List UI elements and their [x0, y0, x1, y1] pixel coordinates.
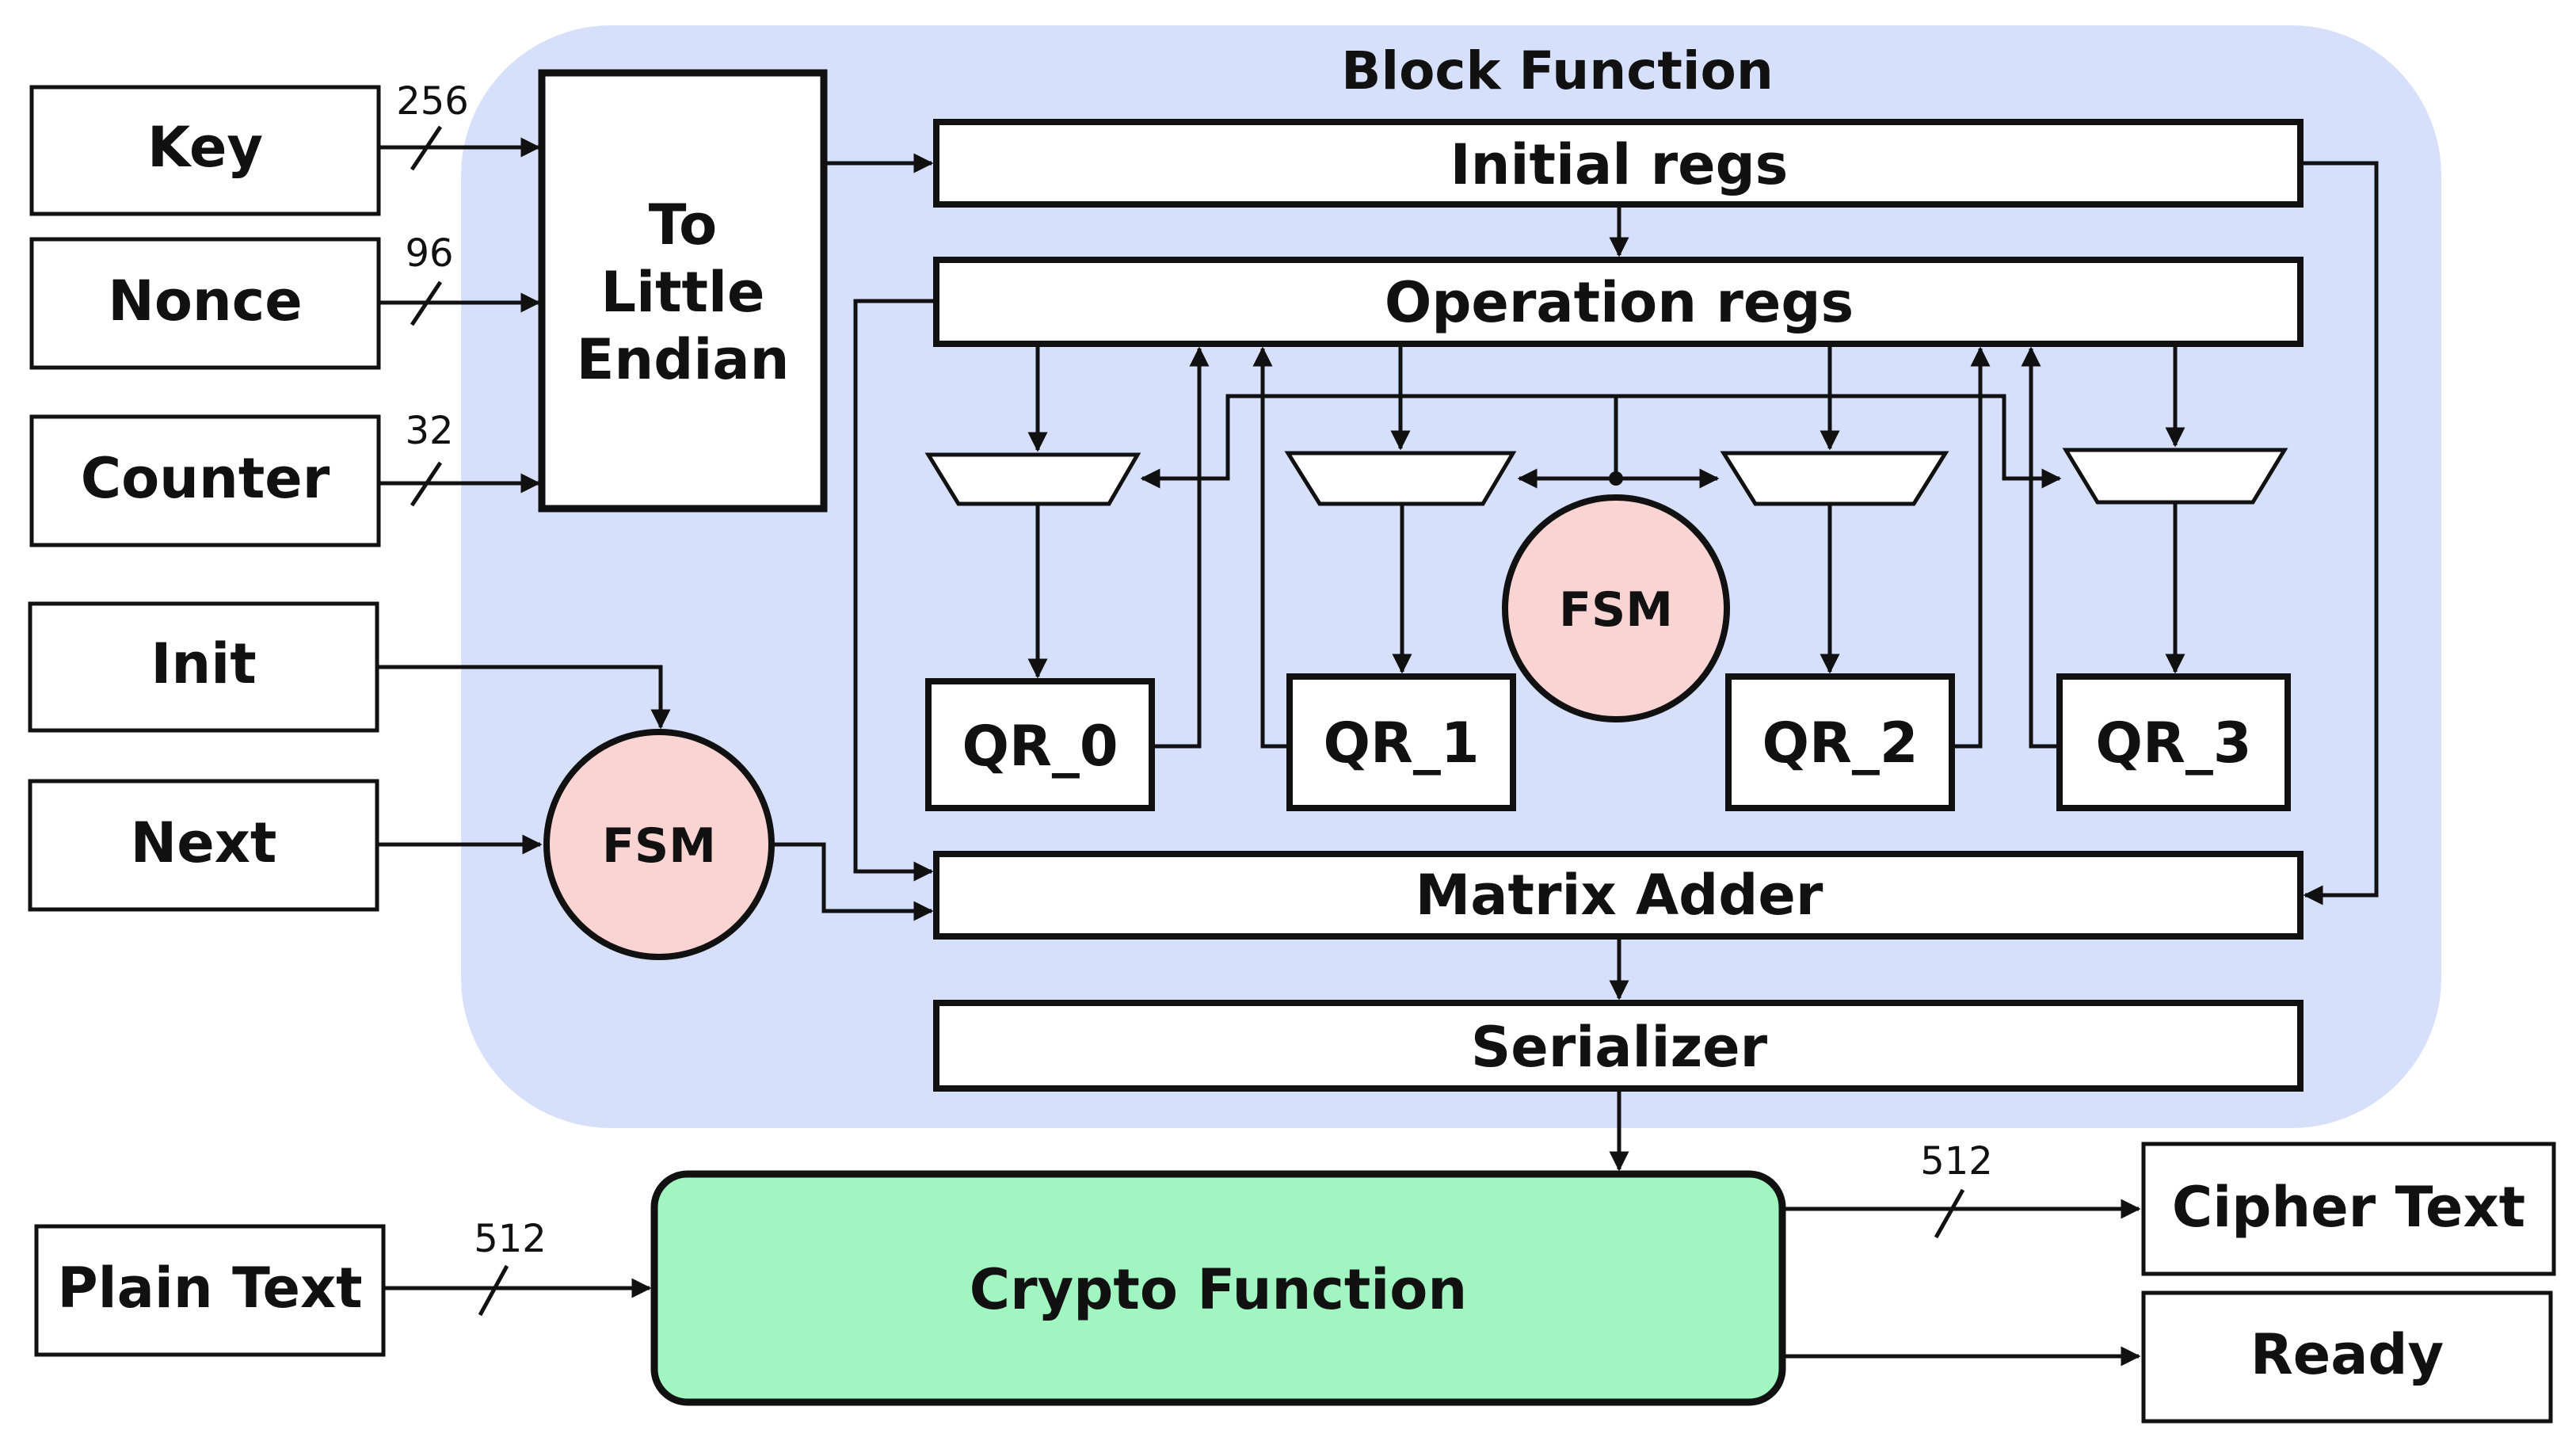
crypto-function: Crypto Function	[650, 1170, 1786, 1406]
svg-text:Cipher Text: Cipher Text	[2172, 1175, 2525, 1240]
key-width: 256	[396, 79, 469, 124]
mux-2	[1720, 451, 1949, 506]
plain-text-width: 512	[474, 1217, 547, 1261]
svg-text:QR_3: QR_3	[2095, 711, 2251, 776]
svg-text:FSM: FSM	[602, 818, 716, 874]
svg-text:QR_1: QR_1	[1323, 711, 1479, 776]
svg-text:Initial regs: Initial regs	[1450, 132, 1789, 197]
nonce-input: Nonce	[29, 237, 381, 370]
svg-text:Crypto Function: Crypto Function	[970, 1257, 1467, 1322]
serializer: Serializer	[933, 1000, 2304, 1092]
svg-text:Operation regs: Operation regs	[1385, 270, 1854, 335]
initial-regs: Initial regs	[933, 119, 2304, 208]
svg-text:Plain Text: Plain Text	[57, 1256, 362, 1321]
svg-text:QR_0: QR_0	[962, 714, 1118, 779]
svg-text:FSM: FSM	[1559, 582, 1673, 638]
fsm-inner: FSM	[1502, 494, 1730, 722]
plain-text-input: Plain Text	[34, 1224, 386, 1357]
svg-text:Key: Key	[147, 115, 263, 180]
cipher-text-output: Cipher Text	[2141, 1142, 2556, 1276]
mux-3	[2062, 448, 2288, 505]
svg-text:Endian: Endian	[577, 327, 790, 392]
little-endian-converter: To Little Endian	[538, 69, 828, 513]
quarter-round-3: QR_3	[2056, 673, 2291, 811]
svg-text:Little: Little	[601, 260, 765, 325]
matrix-adder: Matrix Adder	[933, 851, 2304, 940]
svg-text:Ready: Ready	[2250, 1322, 2444, 1387]
counter-width: 32	[405, 409, 453, 453]
svg-text:Next: Next	[131, 810, 277, 875]
mux-1	[1284, 451, 1517, 506]
quarter-round-1: QR_1	[1286, 673, 1516, 811]
block-function-title: Block Function	[1341, 40, 1774, 101]
mux-0	[924, 452, 1141, 506]
svg-text:Init: Init	[151, 631, 256, 696]
svg-text:Matrix Adder: Matrix Adder	[1416, 863, 1823, 928]
init-input: Init	[28, 601, 379, 733]
next-input: Next	[28, 779, 379, 912]
key-input: Key	[29, 85, 381, 216]
operation-regs: Operation regs	[933, 257, 2304, 347]
svg-text:Serializer: Serializer	[1471, 1015, 1768, 1080]
svg-text:Counter: Counter	[81, 446, 330, 511]
counter-input: Counter	[29, 414, 381, 547]
quarter-round-2: QR_2	[1725, 673, 1955, 811]
svg-text:QR_2: QR_2	[1762, 711, 1918, 776]
ready-output: Ready	[2141, 1290, 2553, 1424]
fsm-outer: FSM	[543, 729, 775, 960]
svg-text:Nonce: Nonce	[108, 269, 302, 334]
nonce-width: 96	[405, 231, 453, 276]
cipher-text-width: 512	[1920, 1139, 1993, 1184]
svg-text:To: To	[649, 193, 718, 257]
quarter-round-0: QR_0	[925, 678, 1155, 811]
